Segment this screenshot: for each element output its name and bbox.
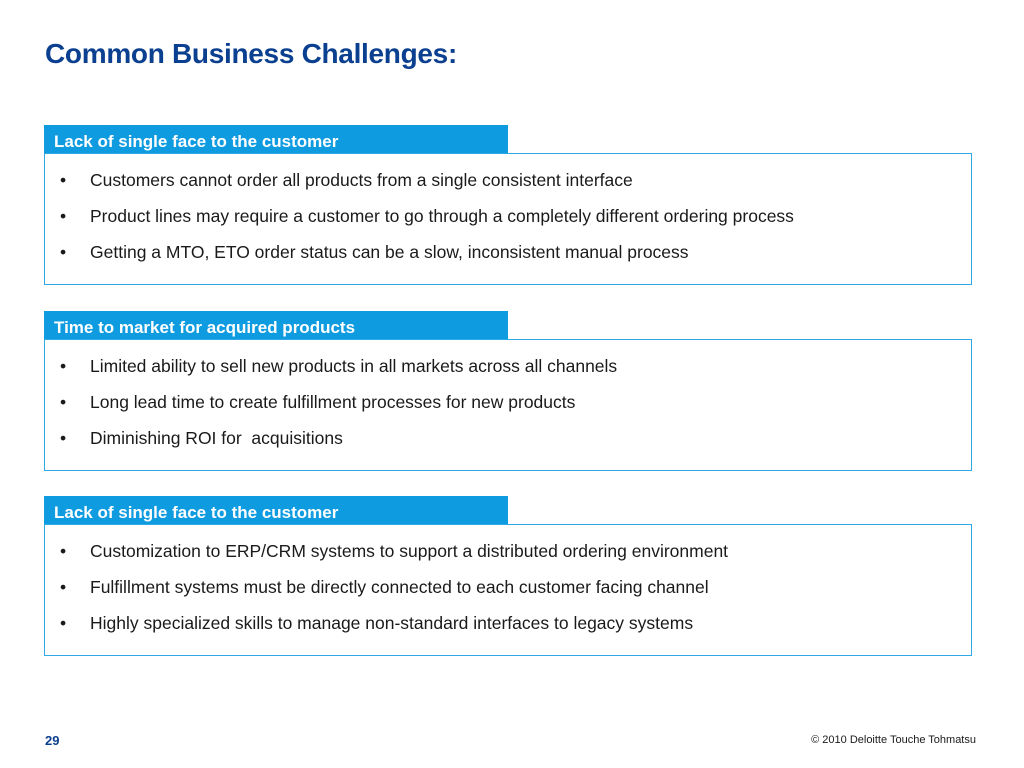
bullet-item: • Diminishing ROI for acquisitions [45, 428, 971, 464]
bullet-text: Limited ability to sell new products in … [90, 356, 618, 376]
section-header: Lack of single face to the customer [44, 496, 508, 524]
bullet-text: Product lines may require a customer to … [90, 206, 794, 226]
section-box: • Customers cannot order all products fr… [44, 153, 972, 285]
bullet-mark: • [60, 428, 67, 448]
bullet-item: • Getting a MTO, ETO order status can be… [45, 242, 971, 278]
section-header: Lack of single face to the customer [44, 125, 508, 153]
slide-title: Common Business Challenges: [45, 38, 457, 69]
challenge-section-1: Lack of single face to the customer • Cu… [44, 125, 972, 285]
bullet-mark: • [60, 577, 67, 597]
bullet-item: • Long lead time to create fulfillment p… [45, 392, 971, 428]
bullet-text: Diminishing ROI for acquisitions [90, 428, 343, 448]
section-box: • Limited ability to sell new products i… [44, 339, 972, 471]
bullet-mark: • [60, 613, 67, 633]
bullet-mark: • [60, 170, 67, 190]
copyright-notice: © 2010 Deloitte Touche Tohmatsu [811, 734, 976, 746]
bullet-mark: • [60, 541, 67, 561]
bullet-text: Getting a MTO, ETO order status can be a… [90, 242, 689, 262]
bullet-item: • Limited ability to sell new products i… [45, 356, 971, 392]
bullet-mark: • [60, 206, 67, 226]
bullet-text: Customers cannot order all products from… [90, 170, 633, 190]
challenge-section-2: Time to market for acquired products • L… [44, 311, 972, 471]
bullet-list: • Customers cannot order all products fr… [45, 170, 971, 278]
bullet-item: • Customers cannot order all products fr… [45, 170, 971, 206]
challenge-section-3: Lack of single face to the customer • Cu… [44, 496, 972, 656]
bullet-item: • Fulfillment systems must be directly c… [45, 577, 971, 613]
bullet-mark: • [60, 356, 67, 376]
bullet-text: Fulfillment systems must be directly con… [90, 577, 709, 597]
bullet-text: Long lead time to create fulfillment pro… [90, 392, 576, 412]
section-header: Time to market for acquired products [44, 311, 508, 339]
bullet-item: • Highly specialized skills to manage no… [45, 613, 971, 649]
bullet-text: Customization to ERP/CRM systems to supp… [90, 541, 729, 561]
bullet-item: • Customization to ERP/CRM systems to su… [45, 541, 971, 577]
section-box: • Customization to ERP/CRM systems to su… [44, 524, 972, 656]
bullet-mark: • [60, 242, 67, 262]
bullet-list: • Limited ability to sell new products i… [45, 356, 971, 464]
bullet-list: • Customization to ERP/CRM systems to su… [45, 541, 971, 649]
bullet-mark: • [60, 392, 67, 412]
bullet-item: • Product lines may require a customer t… [45, 206, 971, 242]
bullet-text: Highly specialized skills to manage non-… [90, 613, 694, 633]
page-number: 29 [45, 733, 60, 748]
